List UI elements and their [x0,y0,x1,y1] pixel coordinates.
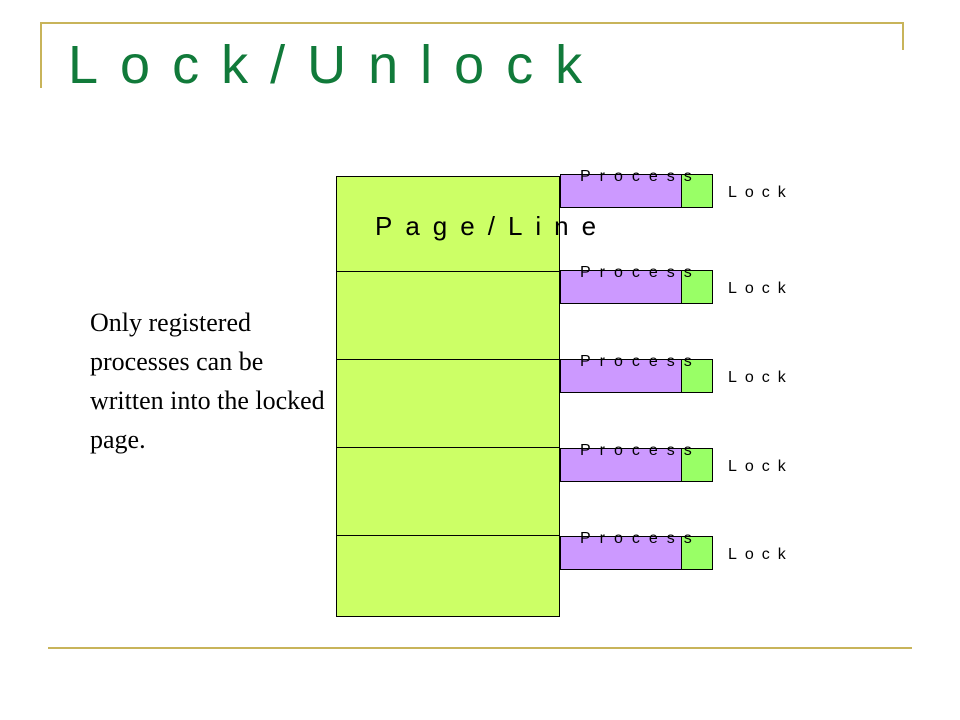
lock-box [681,270,713,304]
frame-bottom-line [48,647,912,649]
page-row [336,535,560,617]
process-label: Process [580,168,701,185]
frame-right-line [902,22,904,50]
lock-label: Lock [728,546,794,563]
lock-label: Lock [728,369,794,386]
lock-label: Lock [728,280,794,297]
process-lock-row: Process Lock [560,264,786,304]
process-label: Process [580,530,701,547]
process-label: Process [580,264,701,281]
page-row [336,359,560,448]
frame-left-line [40,22,42,88]
page-line-label: Page/Line [375,211,610,241]
process-box [560,174,682,208]
page-row [336,447,560,536]
lock-box [681,448,713,482]
process-lock-row: Process Lock [560,353,786,393]
process-box [560,359,682,393]
lock-box [681,536,713,570]
process-label: Process [580,353,701,370]
lock-box [681,174,713,208]
process-lock-row: Process Lock [560,442,786,482]
process-lock-row: Process Lock [560,530,786,570]
lock-label: Lock [728,184,794,201]
slide-title: Lock/Unlock [68,35,605,95]
process-lock-row: Process Lock [560,168,786,208]
page-column: Page/Line [336,176,596,617]
page-row: Page/Line [336,176,596,272]
frame-top-line [40,22,904,24]
process-box [560,270,682,304]
explanation-text: Only registered processes can be written… [90,308,325,454]
process-box [560,536,682,570]
lock-label: Lock [728,458,794,475]
process-box [560,448,682,482]
page-row [336,271,560,360]
process-label: Process [580,442,701,459]
lock-box [681,359,713,393]
